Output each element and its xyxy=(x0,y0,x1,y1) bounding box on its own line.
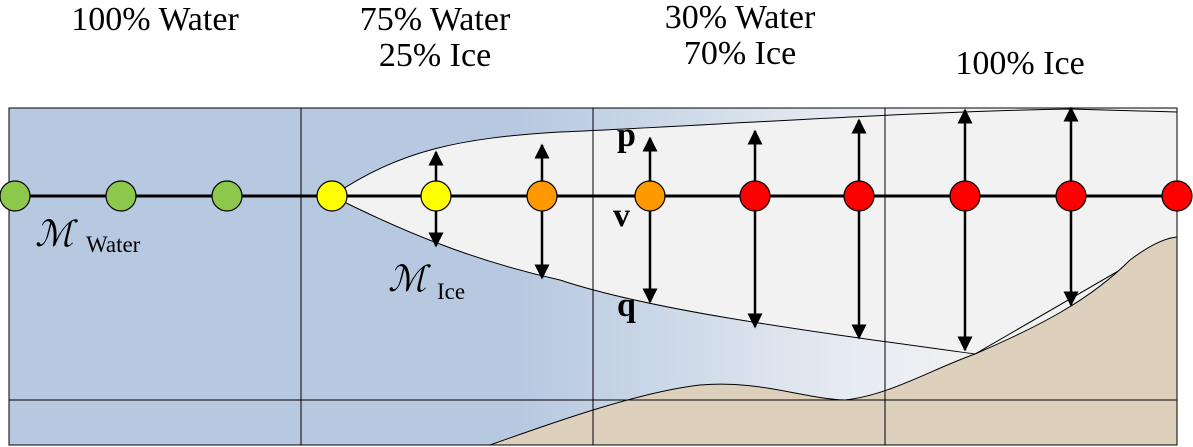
node-ice-1 xyxy=(739,180,771,212)
node-mixed-3 xyxy=(526,180,558,212)
m-water-symbol: ℳ xyxy=(35,214,78,254)
m-water-subscript: Water xyxy=(86,232,141,257)
header-line: 30% Water xyxy=(664,0,816,36)
node-mixed-4 xyxy=(634,180,666,212)
p-label: p xyxy=(617,117,636,154)
node-water-3 xyxy=(211,180,243,212)
header-line: 25% Ice xyxy=(378,37,492,74)
v-label: v xyxy=(613,197,630,234)
header-line: 70% Ice xyxy=(683,35,797,72)
header-75-water-25-ice: 75% Water 25% Ice xyxy=(315,2,555,74)
node-water-1 xyxy=(0,180,31,212)
q-label: q xyxy=(617,287,636,324)
node-mixed-2 xyxy=(420,180,452,212)
header-line: 100% Ice xyxy=(955,45,1085,82)
ground-region xyxy=(489,236,1178,446)
header-line: 100% Water xyxy=(71,1,239,38)
header-100-water: 100% Water xyxy=(35,2,275,38)
nodes-group xyxy=(0,180,1193,212)
header-line: 75% Water xyxy=(359,1,511,38)
m-ice-subscript: Ice xyxy=(437,279,465,304)
node-mixed-1 xyxy=(316,180,348,212)
node-ice-2 xyxy=(843,180,875,212)
node-water-2 xyxy=(105,180,137,212)
header-100-ice: 100% Ice xyxy=(915,46,1125,82)
m-ice-symbol: ℳ xyxy=(388,259,431,299)
header-30-water-70-ice: 30% Water 70% Ice xyxy=(620,0,860,72)
node-ice-5 xyxy=(1161,180,1193,212)
node-ice-3 xyxy=(949,180,981,212)
node-ice-4 xyxy=(1055,180,1087,212)
water-panel xyxy=(9,108,301,445)
